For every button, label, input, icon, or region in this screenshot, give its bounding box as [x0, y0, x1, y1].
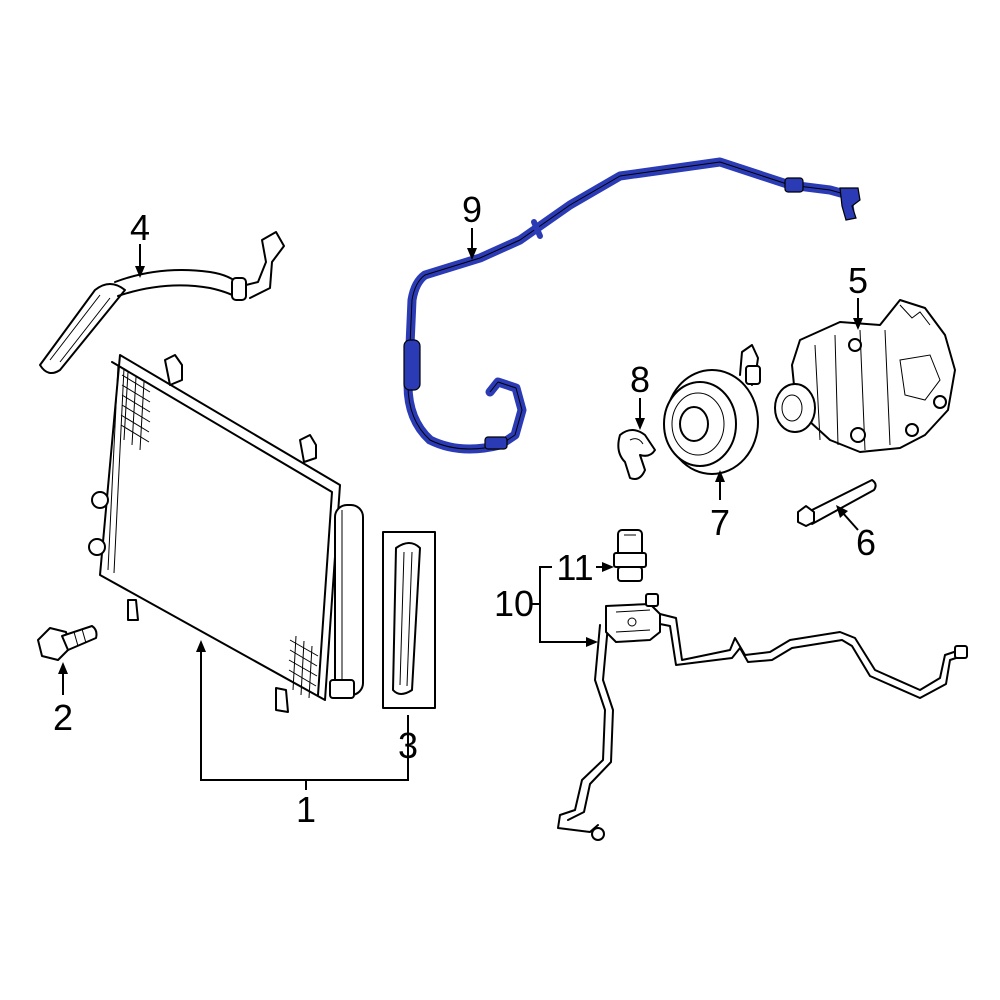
leader-lines [58, 228, 863, 790]
clip-part-8[interactable] [617, 429, 656, 480]
callout-4: 4 [130, 207, 150, 248]
callout-labels: 1 2 3 4 5 6 7 8 9 10 11 [53, 189, 876, 830]
bolt-part-2[interactable] [37, 625, 98, 661]
callout-1: 1 [296, 789, 316, 830]
compressor-part-5[interactable] [774, 299, 956, 453]
callout-10: 10 [494, 583, 534, 624]
callout-8: 8 [630, 359, 650, 400]
callout-6: 6 [856, 522, 876, 563]
filter-part-3[interactable] [382, 531, 436, 709]
clutch-part-7[interactable] [663, 344, 761, 475]
condenser-part-1[interactable] [88, 354, 364, 713]
callout-7: 7 [710, 502, 730, 543]
bolt-part-6[interactable] [797, 479, 877, 527]
callout-2: 2 [53, 697, 73, 738]
condenser-fins [120, 371, 319, 699]
callout-9: 9 [462, 189, 482, 230]
hose-part-9-highlighted[interactable] [403, 157, 861, 454]
callout-3: 3 [398, 725, 418, 766]
callout-5: 5 [848, 260, 868, 301]
liquid-line-part-10[interactable] [557, 593, 968, 841]
callout-11: 11 [556, 547, 593, 588]
hose-part-4[interactable] [39, 231, 285, 375]
switch-part-11[interactable] [613, 529, 647, 582]
